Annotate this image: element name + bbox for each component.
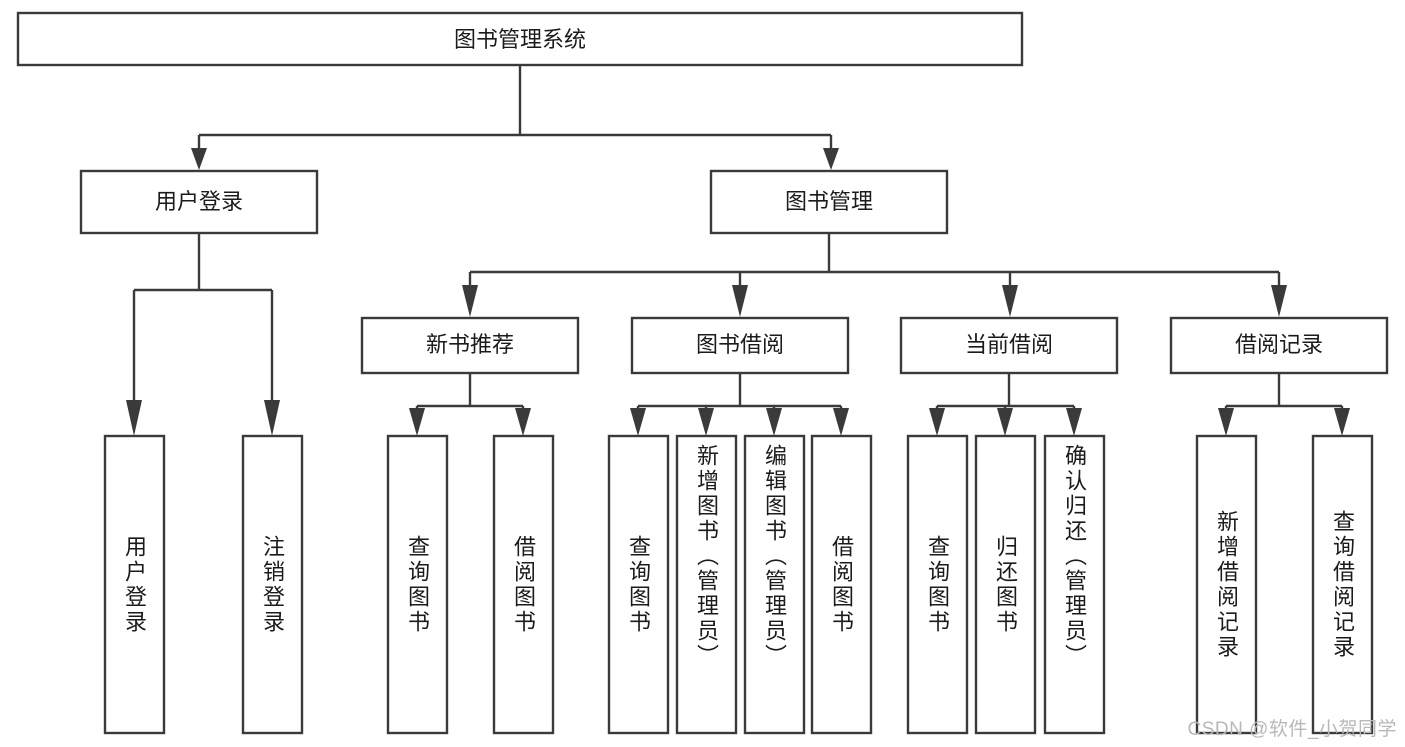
leaf-borrow-book-2-box[interactable] xyxy=(810,434,873,735)
node-book-manage[interactable]: 图书管理 xyxy=(709,169,949,235)
connector-borrow-record-to-leaves xyxy=(1218,373,1350,436)
leaf-query-book-3-box[interactable] xyxy=(906,434,969,735)
leaf-user-logout-box[interactable] xyxy=(241,434,304,735)
arrow-head-leaf-user-logout xyxy=(264,400,280,436)
leaf-borrow-book-1-box[interactable] xyxy=(492,434,555,735)
node-book-borrow[interactable]: 图书借阅 xyxy=(630,316,850,375)
arrow-head-leaf-edit-book xyxy=(766,408,782,436)
leaf-edit-book-box[interactable] xyxy=(743,434,806,735)
new-book-recommend-box xyxy=(360,316,580,375)
leaf-confirm-return-box[interactable] xyxy=(1043,434,1106,735)
leaf-query-book-1-box[interactable] xyxy=(386,434,449,735)
arrow-head-leaf-return-book xyxy=(997,408,1013,436)
book-borrow-label: 图书借阅 xyxy=(696,332,784,357)
arrow-head-leaf-confirm-return xyxy=(1066,408,1082,436)
user-login-label: 用户登录 xyxy=(155,189,243,214)
connector-root-to-level2 xyxy=(191,65,839,170)
arrow-head-leaf-add-record xyxy=(1218,408,1234,436)
user-login-box xyxy=(79,169,319,235)
leaf-add-record-box[interactable] xyxy=(1195,434,1258,735)
node-user-login[interactable]: 用户登录 xyxy=(79,169,319,235)
node-current-borrow[interactable]: 当前借阅 xyxy=(899,316,1119,375)
leaf-return-book-box[interactable] xyxy=(974,434,1037,735)
leaf-add-book-box[interactable] xyxy=(675,434,738,735)
connector-book-manage-to-level3 xyxy=(462,233,1287,317)
arrow-head-leaf-borrow-book-1 xyxy=(515,408,531,436)
arrow-head-leaf-query-book-3 xyxy=(929,408,945,436)
leaf-query-record-box[interactable] xyxy=(1311,434,1374,735)
book-manage-label: 图书管理 xyxy=(785,189,873,214)
borrow-record-label: 借阅记录 xyxy=(1235,332,1323,357)
connector-book-borrow-to-leaves xyxy=(630,373,849,436)
connector-user-login-to-leaves xyxy=(126,233,280,436)
current-borrow-box xyxy=(899,316,1119,375)
leaf-boxes xyxy=(103,434,1374,735)
arrow-head-current-borrow xyxy=(1002,285,1018,317)
arrow-head-leaf-query-book-2 xyxy=(630,408,646,436)
arrow-head-book-manage xyxy=(823,148,839,170)
connector-current-borrow-to-leaves xyxy=(929,373,1082,436)
arrow-head-book-borrow xyxy=(732,285,748,317)
leaf-user-login-box[interactable] xyxy=(103,434,166,735)
arrow-head-new-book-recommend xyxy=(462,285,478,317)
arrow-head-leaf-user-login xyxy=(126,400,142,436)
watermark-text: CSDN @软件_小贺同学 xyxy=(1187,719,1397,740)
node-root[interactable]: 图书管理系统 xyxy=(16,11,1024,67)
node-borrow-record[interactable]: 借阅记录 xyxy=(1169,316,1389,375)
arrow-head-leaf-query-record xyxy=(1334,408,1350,436)
leaf-query-book-2-box[interactable] xyxy=(607,434,670,735)
connector-new-book-recommend-to-leaves xyxy=(409,373,531,436)
arrow-head-borrow-record xyxy=(1271,285,1287,317)
node-new-book-recommend[interactable]: 新书推荐 xyxy=(360,316,580,375)
current-borrow-label: 当前借阅 xyxy=(965,332,1053,357)
arrow-head-leaf-add-book xyxy=(698,408,714,436)
arrow-head-leaf-query-book-1 xyxy=(409,408,425,436)
root-label: 图书管理系统 xyxy=(454,27,586,52)
root-box xyxy=(16,11,1024,67)
arrow-head-leaf-borrow-book-2 xyxy=(833,408,849,436)
arrow-head-user-login xyxy=(191,148,207,170)
new-book-recommend-label: 新书推荐 xyxy=(426,332,514,357)
